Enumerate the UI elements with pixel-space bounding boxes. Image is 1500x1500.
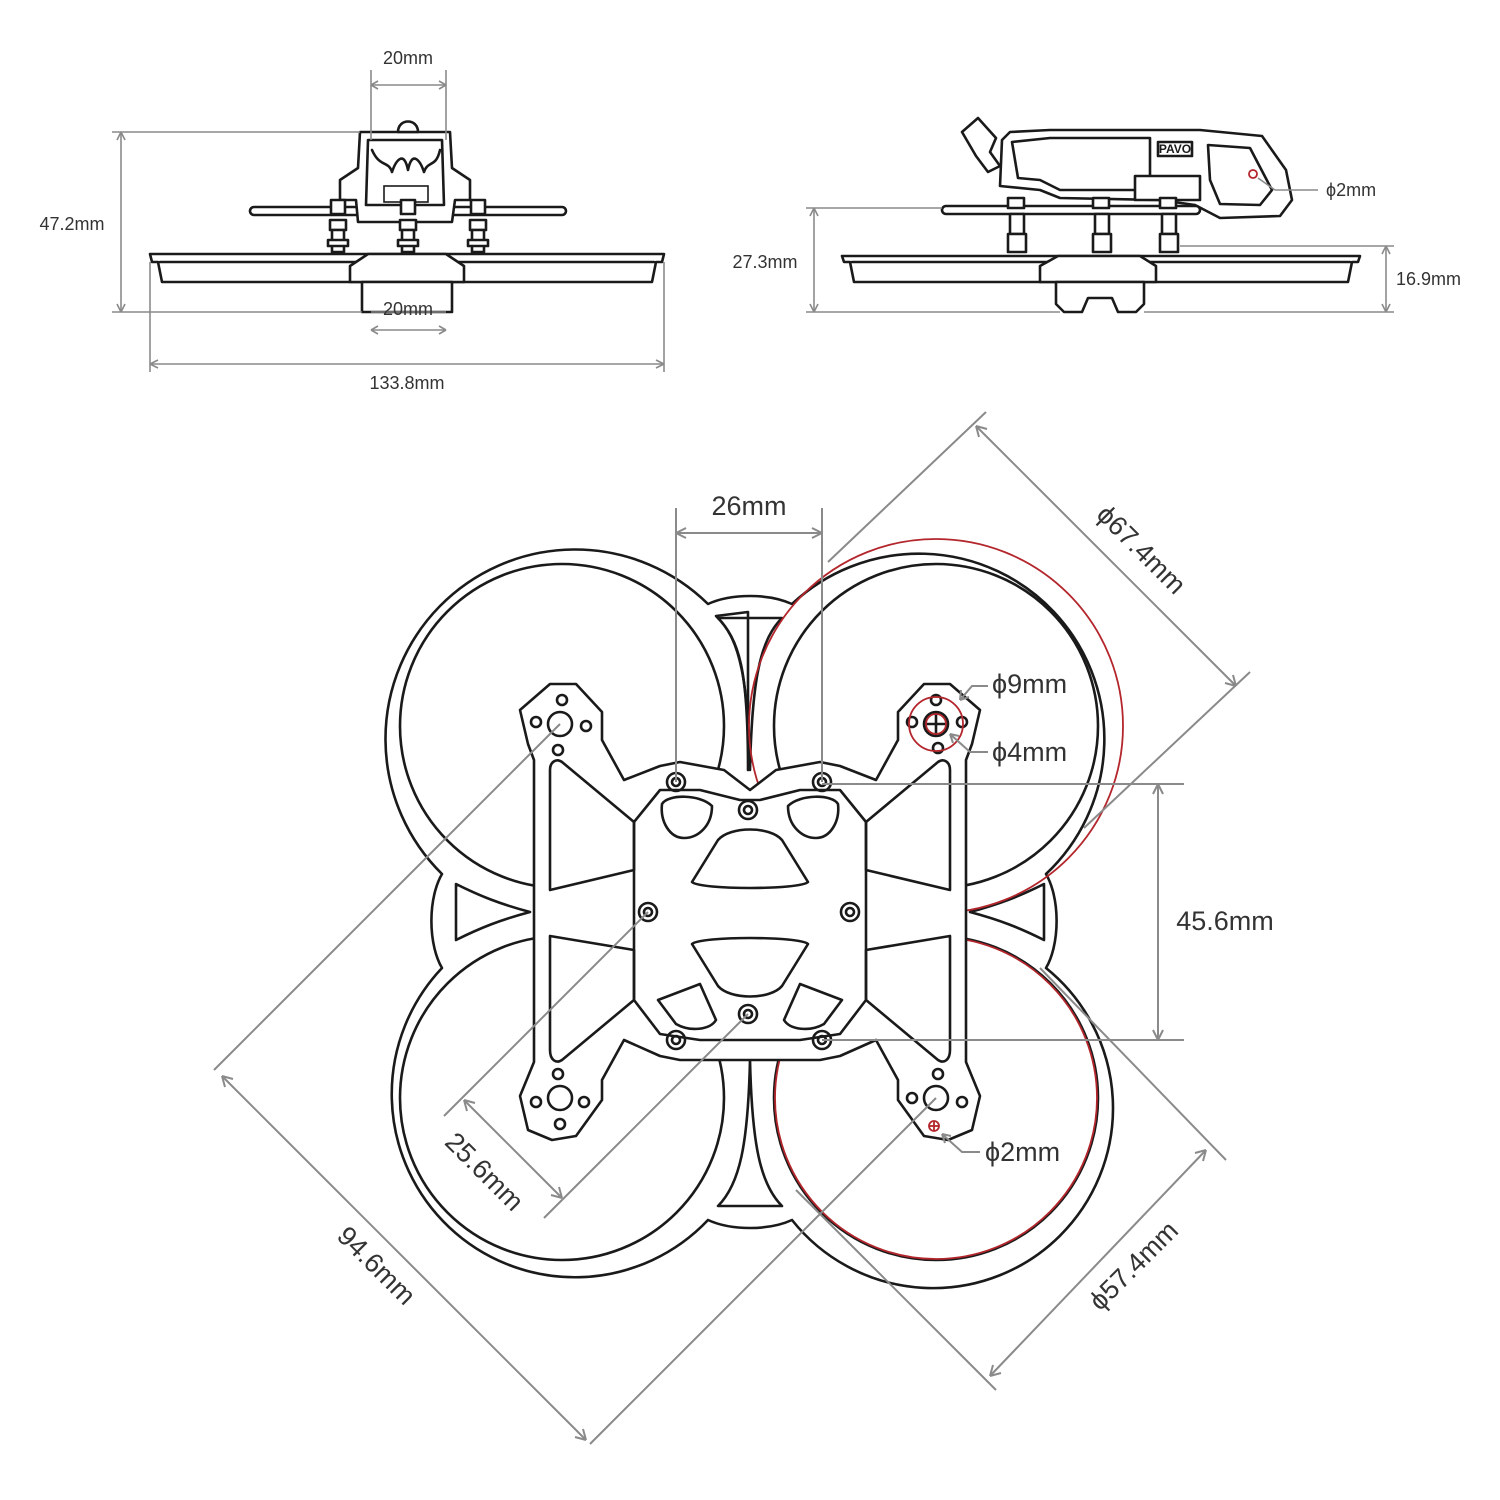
front-bottom-mount	[360, 280, 454, 314]
diagonal-wheelbase-label: 94.6mm	[331, 1221, 421, 1311]
front-view: 20mm 20mm 47.2mm 133.8mm	[39, 48, 666, 393]
dim-bottom-hole: ϕ2mm	[941, 1133, 1060, 1167]
top-view: 26mm ϕ67.4mm ϕ9mm ϕ4mm 45.6mm	[213, 411, 1274, 1445]
side-hole-label: ϕ2mm	[1326, 180, 1376, 200]
side-top-plate	[940, 204, 1202, 216]
dim-motor-inner: ϕ4mm	[949, 733, 1067, 767]
side-mount-height-label: 27.3mm	[732, 252, 797, 272]
front-standoff-left	[326, 198, 350, 254]
outer-duct-label: ϕ67.4mm	[1091, 499, 1192, 600]
dim-motor-outer: ϕ9mm	[959, 669, 1067, 701]
front-standoff-right	[466, 198, 490, 254]
front-dim-top-width: 20mm	[370, 48, 447, 140]
side-dim-mount-height: 27.3mm	[732, 207, 1060, 313]
front-dim-width: 133.8mm	[149, 262, 665, 393]
motor-mount-top-right	[905, 693, 969, 755]
fc-mount-label: 25.6mm	[439, 1127, 529, 1217]
side-dim-duct-height: 16.9mm	[1144, 245, 1461, 313]
bottom-hole-label: ϕ2mm	[985, 1137, 1060, 1167]
front-top-width-label: 20mm	[383, 48, 433, 68]
stack-spacing-label: 45.6mm	[1176, 906, 1274, 936]
motor-outer-label: ϕ9mm	[992, 669, 1067, 699]
side-camera-lens	[960, 116, 1002, 174]
motor-spacing-label: 26mm	[711, 491, 786, 521]
front-height-label: 47.2mm	[39, 214, 104, 234]
duct-outer-outline	[384, 548, 1115, 1290]
motor-mount-bottom-right	[905, 1067, 969, 1132]
side-brand-label: PAVO	[1159, 142, 1191, 156]
front-bottom-width-label: 20mm	[383, 299, 433, 319]
front-width-label: 133.8mm	[369, 373, 444, 393]
side-view: PAVO ϕ2mm	[732, 116, 1461, 314]
dim-motor-spacing: 26mm	[675, 491, 823, 782]
motor-inner-label: ϕ4mm	[992, 737, 1067, 767]
prop-diameter-label: ϕ57.4mm	[1083, 1215, 1184, 1316]
front-dim-height: 47.2mm	[39, 131, 362, 313]
side-duct-height-label: 16.9mm	[1396, 269, 1461, 289]
carbon-frame-plate	[518, 682, 982, 1142]
side-hole-marker	[1248, 169, 1258, 179]
side-bottom-mount	[1054, 280, 1146, 314]
motor-mount-bottom-left	[529, 1067, 591, 1131]
motor-mount-top-left	[529, 693, 593, 757]
front-dim-bottom-width: 20mm	[370, 299, 447, 335]
front-standoff-middle	[396, 198, 420, 254]
dim-stack-spacing: 45.6mm	[822, 783, 1274, 1041]
side-standoffs	[1006, 196, 1180, 254]
